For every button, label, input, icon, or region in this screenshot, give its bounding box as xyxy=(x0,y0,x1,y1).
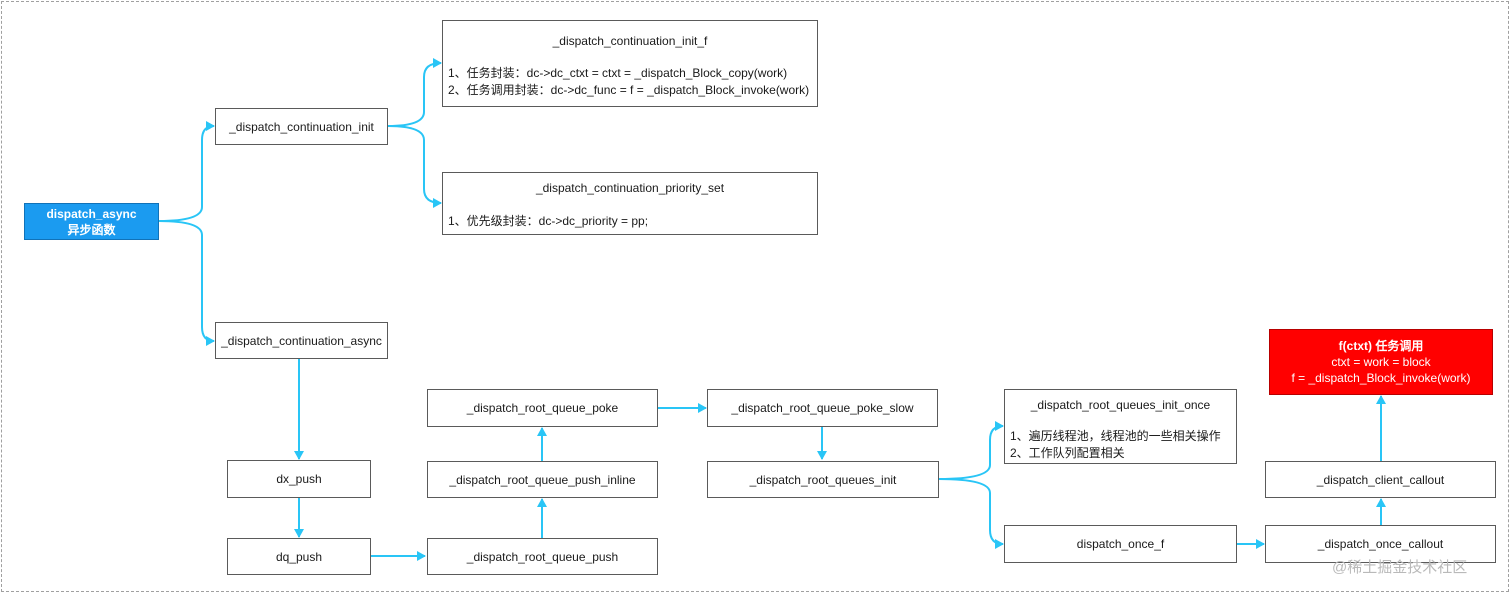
continuation-init-f-node: _dispatch_continuation_init_f 1、任务封装：dc-… xyxy=(442,20,818,107)
edge-init-to-init-f xyxy=(387,58,442,127)
continuation-init-f-line-2: 2、任务调用封装：dc->dc_func = f = _dispatch_Blo… xyxy=(448,83,810,97)
continuation-async-label: _dispatch_continuation_async xyxy=(221,333,382,348)
continuation-init-node: _dispatch_continuation_init xyxy=(215,108,388,145)
dispatch-async-label: dispatch_async xyxy=(46,206,137,221)
dispatch-async-subtitle: 异步函数 xyxy=(67,222,116,237)
priority-set-node: _dispatch_continuation_priority_set 1、优先… xyxy=(442,172,818,235)
root-queues-init-label: _dispatch_root_queues_init xyxy=(749,472,897,487)
continuation-async-node: _dispatch_continuation_async xyxy=(215,322,388,359)
client-callout-label: _dispatch_client_callout xyxy=(1316,472,1445,487)
edge-queues-init-to-init-once xyxy=(938,421,1004,480)
root-queues-init-once-line-2: 2、工作队列配置相关 xyxy=(1010,446,1125,460)
priority-set-line-1: 1、优先级封装：dc->dc_priority = pp; xyxy=(448,214,649,228)
continuation-init-f-line-1: 1、任务封装：dc->dc_ctxt = ctxt = _dispatch_Bl… xyxy=(448,66,788,80)
root-queues-init-once-title: _dispatch_root_queues_init_once xyxy=(1030,398,1211,412)
root-queue-poke-node: _dispatch_root_queue_poke xyxy=(427,389,658,427)
edge-async-to-init xyxy=(158,121,215,222)
dx-push-node: dx_push xyxy=(227,460,371,498)
watermark: @稀土掘金技术社区 xyxy=(1332,559,1468,576)
task-invoke-result-node: f(ctxt) 任务调用 ctxt = work = block f = _di… xyxy=(1269,329,1493,395)
root-queue-poke-slow-label: _dispatch_root_queue_poke_slow xyxy=(731,401,914,415)
dispatch-async-node: dispatch_async 异步函数 xyxy=(24,203,159,240)
edge-queues-init-to-once-f xyxy=(938,478,1004,549)
dx-push-label: dx_push xyxy=(276,472,322,486)
root-queue-push-inline-label: _dispatch_root_queue_push_inline xyxy=(449,472,636,487)
once-callout-node: _dispatch_once_callout xyxy=(1265,525,1496,563)
edge-async-to-continuation-async xyxy=(158,220,215,346)
dispatch-once-f-label: dispatch_once_f xyxy=(1076,537,1165,551)
once-callout-label: _dispatch_once_callout xyxy=(1317,537,1444,551)
continuation-init-f-title: _dispatch_continuation_init_f xyxy=(552,34,708,48)
root-queue-poke-label: _dispatch_root_queue_poke xyxy=(466,401,619,415)
continuation-init-label: _dispatch_continuation_init xyxy=(229,119,374,134)
client-callout-node: _dispatch_client_callout xyxy=(1265,461,1496,498)
result-line-1: f(ctxt) 任务调用 xyxy=(1338,339,1424,353)
root-queue-push-label: _dispatch_root_queue_push xyxy=(466,549,619,564)
result-line-2: ctxt = work = block xyxy=(1331,355,1431,369)
root-queue-push-inline-node: _dispatch_root_queue_push_inline xyxy=(427,461,658,498)
root-queues-init-node: _dispatch_root_queues_init xyxy=(707,461,939,498)
root-queue-push-node: _dispatch_root_queue_push xyxy=(427,538,658,575)
dq-push-node: dq_push xyxy=(227,538,371,575)
root-queues-init-once-line-1: 1、遍历线程池，线程池的一些相关操作 xyxy=(1010,429,1221,443)
root-queues-init-once-node: _dispatch_root_queues_init_once 1、遍历线程池，… xyxy=(1004,389,1237,464)
result-line-3: f = _dispatch_Block_invoke(work) xyxy=(1291,371,1471,385)
dq-push-label: dq_push xyxy=(275,549,323,564)
root-queue-poke-slow-node: _dispatch_root_queue_poke_slow xyxy=(707,389,938,427)
dispatch-once-f-node: dispatch_once_f xyxy=(1004,525,1237,563)
edge-init-to-priority-set xyxy=(387,125,442,208)
priority-set-title: _dispatch_continuation_priority_set xyxy=(535,181,725,195)
